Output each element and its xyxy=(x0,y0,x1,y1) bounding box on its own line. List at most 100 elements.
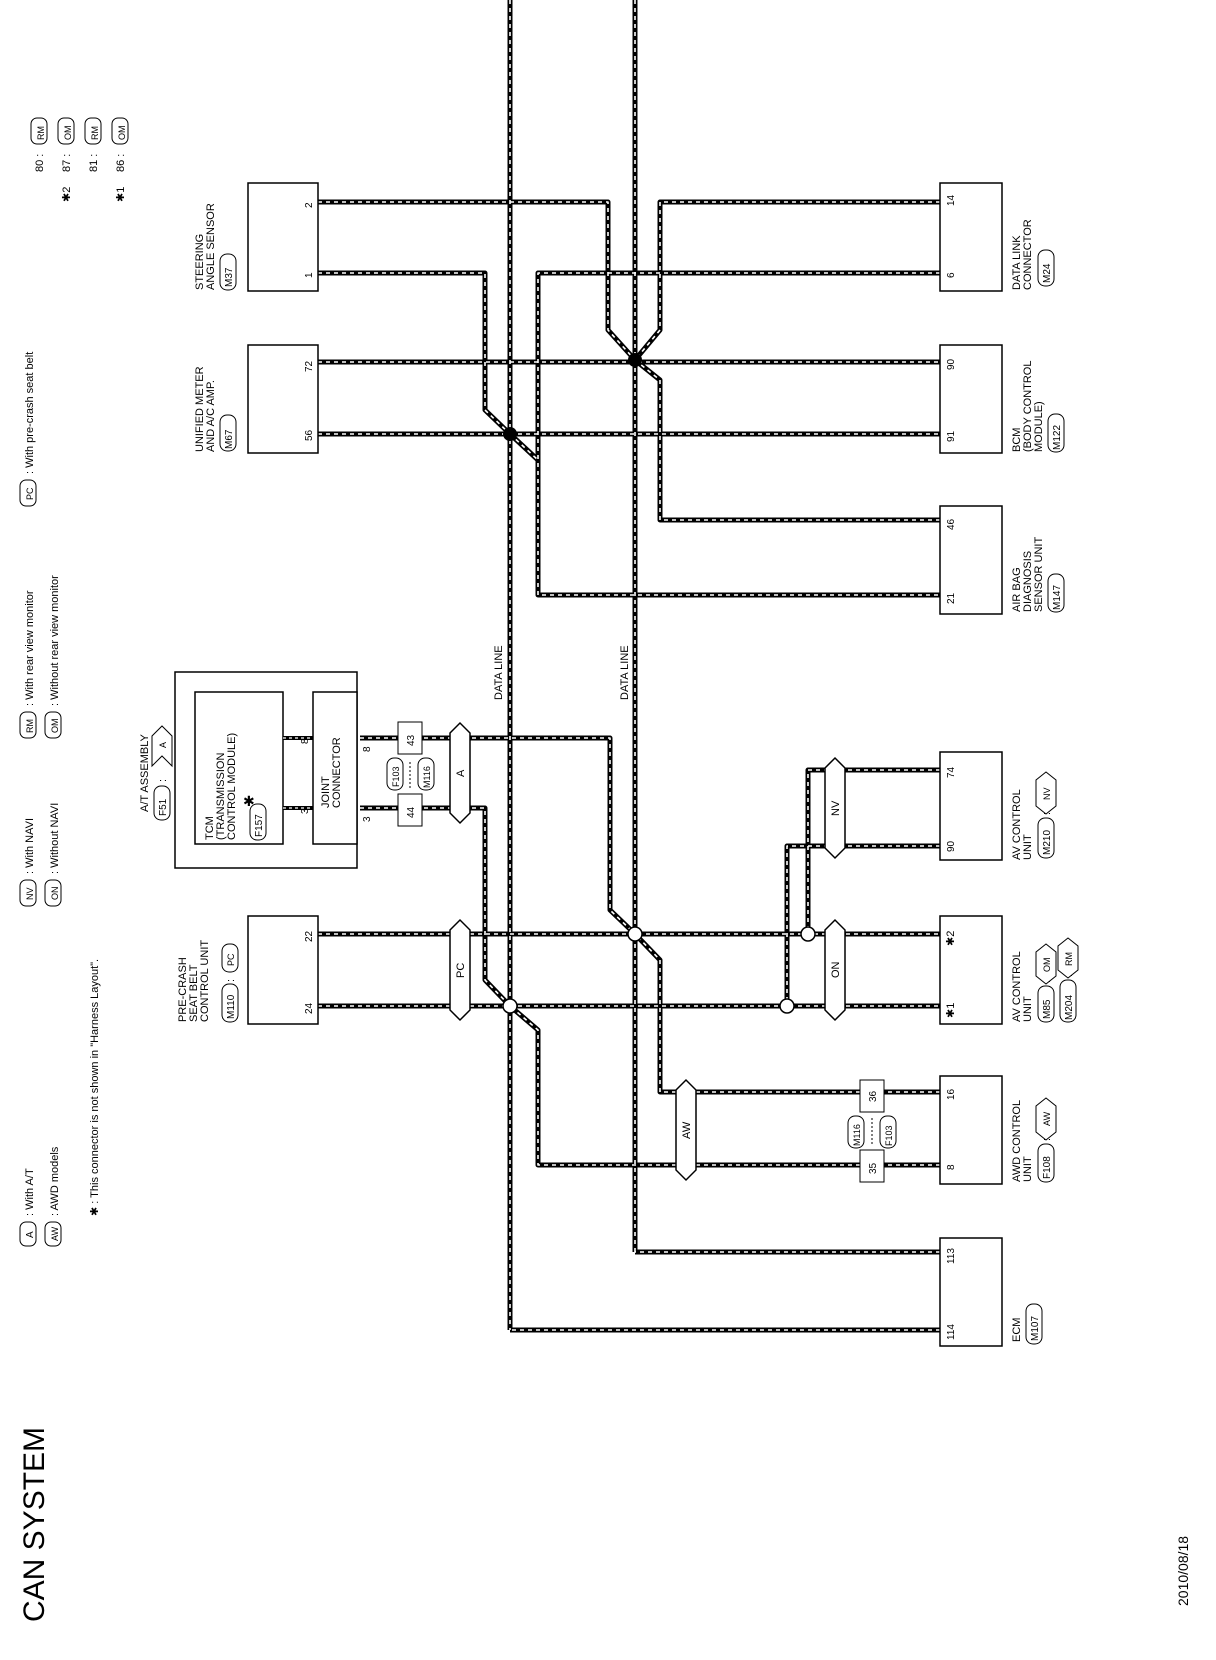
svg-text:OM: OM xyxy=(50,719,60,734)
svg-text:A: A xyxy=(158,742,168,748)
legend-note: ✱ : This connector is not shown in "Harn… xyxy=(89,959,101,1216)
legend-item-aw: AW : AWD models xyxy=(44,1146,62,1247)
svg-text:: Without NAVI: : Without NAVI xyxy=(49,803,61,874)
svg-text:✱ : This connector is not show: ✱ : This connector is not shown in "Harn… xyxy=(89,959,101,1216)
svg-text:CONTROL UNIT: CONTROL UNIT xyxy=(199,940,211,1022)
svg-text:90: 90 xyxy=(946,358,957,370)
data-link-connector: 14 6 DATA LINK CONNECTOR M24 xyxy=(939,182,1055,292)
svg-text:A: A xyxy=(25,1231,36,1238)
svg-text:: With rear view monitor: : With rear view monitor xyxy=(24,590,36,706)
svg-text:M122: M122 xyxy=(1052,425,1063,450)
svg-text:21: 21 xyxy=(946,592,957,604)
svg-text:8: 8 xyxy=(946,1164,957,1170)
svg-text:F103: F103 xyxy=(391,766,401,787)
svg-text:OM: OM xyxy=(117,126,127,141)
svg-text:AND A/C AMP.: AND A/C AMP. xyxy=(205,380,217,452)
svg-text:CONNECTOR: CONNECTOR xyxy=(331,737,343,808)
splice-node-open xyxy=(800,926,816,942)
inline-connector-f103-m116: 43 44 F103 M116 xyxy=(386,721,435,827)
svg-text:PC: PC xyxy=(226,953,236,966)
svg-text::: : xyxy=(225,979,237,982)
wire-tag-pc: PC xyxy=(449,919,471,1021)
svg-text:14: 14 xyxy=(946,194,957,206)
svg-text:AW: AW xyxy=(681,1121,693,1139)
svg-text:DATA LINE: DATA LINE xyxy=(493,645,505,700)
svg-text:NV: NV xyxy=(830,800,842,816)
legend-star1-81: 81 : RM xyxy=(84,117,102,172)
svg-text:74: 74 xyxy=(946,766,957,778)
svg-text:UNIT: UNIT xyxy=(1022,996,1034,1022)
svg-text:: With A/T: : With A/T xyxy=(24,1168,36,1216)
svg-text:F103: F103 xyxy=(884,1125,894,1146)
svg-text:RM: RM xyxy=(25,719,35,733)
svg-text:80 :: 80 : xyxy=(34,154,46,172)
av-control-unit-navi: 74 90 AV CONTROL UNIT M210 : NV xyxy=(939,751,1057,861)
svg-text:ON: ON xyxy=(830,961,842,978)
pre-crash-seat-belt-control-unit: 22 24 PRE-CRASH SEAT BELT CONTROL UNIT M… xyxy=(177,915,319,1025)
legend-star1: ✱1 86 : OM xyxy=(111,117,129,202)
svg-text:M67: M67 xyxy=(224,429,235,449)
svg-text:M107: M107 xyxy=(1030,1316,1041,1341)
svg-text:AV CONTROL: AV CONTROL xyxy=(1011,789,1023,860)
svg-text:F157: F157 xyxy=(254,814,265,837)
svg-text:ECM: ECM xyxy=(1011,1318,1023,1342)
svg-text:M24: M24 xyxy=(1042,263,1053,283)
svg-text:MODULE): MODULE) xyxy=(1033,401,1045,452)
legend: A : With A/T AW : AWD models ✱ : This co… xyxy=(19,117,129,1247)
svg-text:ANGLE SENSOR: ANGLE SENSOR xyxy=(205,203,217,290)
page-title: CAN SYSTEM xyxy=(18,1427,51,1622)
svg-text:DATA LINK: DATA LINK xyxy=(1011,235,1023,290)
svg-text:M116: M116 xyxy=(422,766,432,788)
svg-text:CONTROL MODULE): CONTROL MODULE) xyxy=(226,733,238,840)
svg-text:(BODY CONTROL: (BODY CONTROL xyxy=(1022,361,1034,452)
svg-text:81 :: 81 : xyxy=(88,154,100,172)
awd-control-unit: 16 8 AWD CONTROL UNIT F108 : AW xyxy=(939,1075,1057,1185)
splice-node-open xyxy=(627,926,643,942)
svg-text:RM: RM xyxy=(90,126,100,140)
svg-text:UNIFIED METER: UNIFIED METER xyxy=(194,366,206,452)
svg-text:✱1: ✱1 xyxy=(115,187,127,202)
svg-text:PRE-CRASH: PRE-CRASH xyxy=(177,957,189,1022)
svg-text:NV: NV xyxy=(25,887,35,900)
svg-text:22: 22 xyxy=(304,930,315,942)
svg-text:✱2: ✱2 xyxy=(945,931,957,946)
svg-text:91: 91 xyxy=(946,430,957,442)
legend-star2-80: 80 : RM xyxy=(30,117,48,172)
bcm-body-control-module: 90 91 BCM (BODY CONTROL MODULE) M122 xyxy=(939,344,1065,454)
svg-text:✱2: ✱2 xyxy=(61,187,73,202)
svg-text:TCM: TCM xyxy=(204,816,216,840)
legend-item-a: A : With A/T xyxy=(19,1168,37,1247)
ecm: 113 114 ECM M107 xyxy=(939,1237,1043,1347)
inline-connector-m116-f103: 36 35 M116 F103 xyxy=(847,1079,897,1183)
svg-text:UNIT: UNIT xyxy=(1022,1156,1034,1182)
svg-text:CONNECTOR: CONNECTOR xyxy=(1022,219,1034,290)
svg-text:A/T ASSEMBLY: A/T ASSEMBLY xyxy=(139,733,151,812)
svg-text:114: 114 xyxy=(946,1324,957,1340)
svg-text:✱: ✱ xyxy=(243,793,255,809)
splice-node-open xyxy=(502,998,518,1014)
svg-text:M110: M110 xyxy=(226,994,237,1019)
svg-text:44: 44 xyxy=(406,806,417,818)
svg-text:1: 1 xyxy=(304,272,315,278)
svg-text:35: 35 xyxy=(868,1162,879,1174)
svg-text:ON: ON xyxy=(50,887,60,901)
svg-text:✱1: ✱1 xyxy=(945,1003,957,1018)
svg-text:DATA LINE: DATA LINE xyxy=(619,645,631,700)
air-bag-diagnosis-sensor-unit: 46 21 AIR BAG DIAGNOSIS SENSOR UNIT M147 xyxy=(939,505,1065,615)
svg-text:113: 113 xyxy=(946,1248,957,1264)
svg-text:AW: AW xyxy=(1042,1111,1052,1126)
svg-text:STEERING: STEERING xyxy=(194,234,206,290)
svg-text:: With NAVI: : With NAVI xyxy=(24,818,36,874)
svg-text:A: A xyxy=(455,769,467,777)
svg-text:M37: M37 xyxy=(224,267,235,287)
svg-text:SENSOR UNIT: SENSOR UNIT xyxy=(1033,537,1045,612)
wire-tag-nv: NV xyxy=(824,757,846,859)
legend-item-rm: RM : With rear view monitor xyxy=(19,590,37,739)
svg-text:RM: RM xyxy=(36,126,46,140)
svg-text:M85: M85 xyxy=(1042,999,1053,1019)
svg-text:DIAGNOSIS: DIAGNOSIS xyxy=(1022,551,1034,612)
svg-text:AV CONTROL: AV CONTROL xyxy=(1011,951,1023,1022)
steering-angle-sensor: 2 1 STEERING ANGLE SENSOR M37 xyxy=(194,182,319,292)
tcm-transmission-control-module: TCM (TRANSMISSION CONTROL MODULE) ✱ F157 xyxy=(194,691,284,845)
